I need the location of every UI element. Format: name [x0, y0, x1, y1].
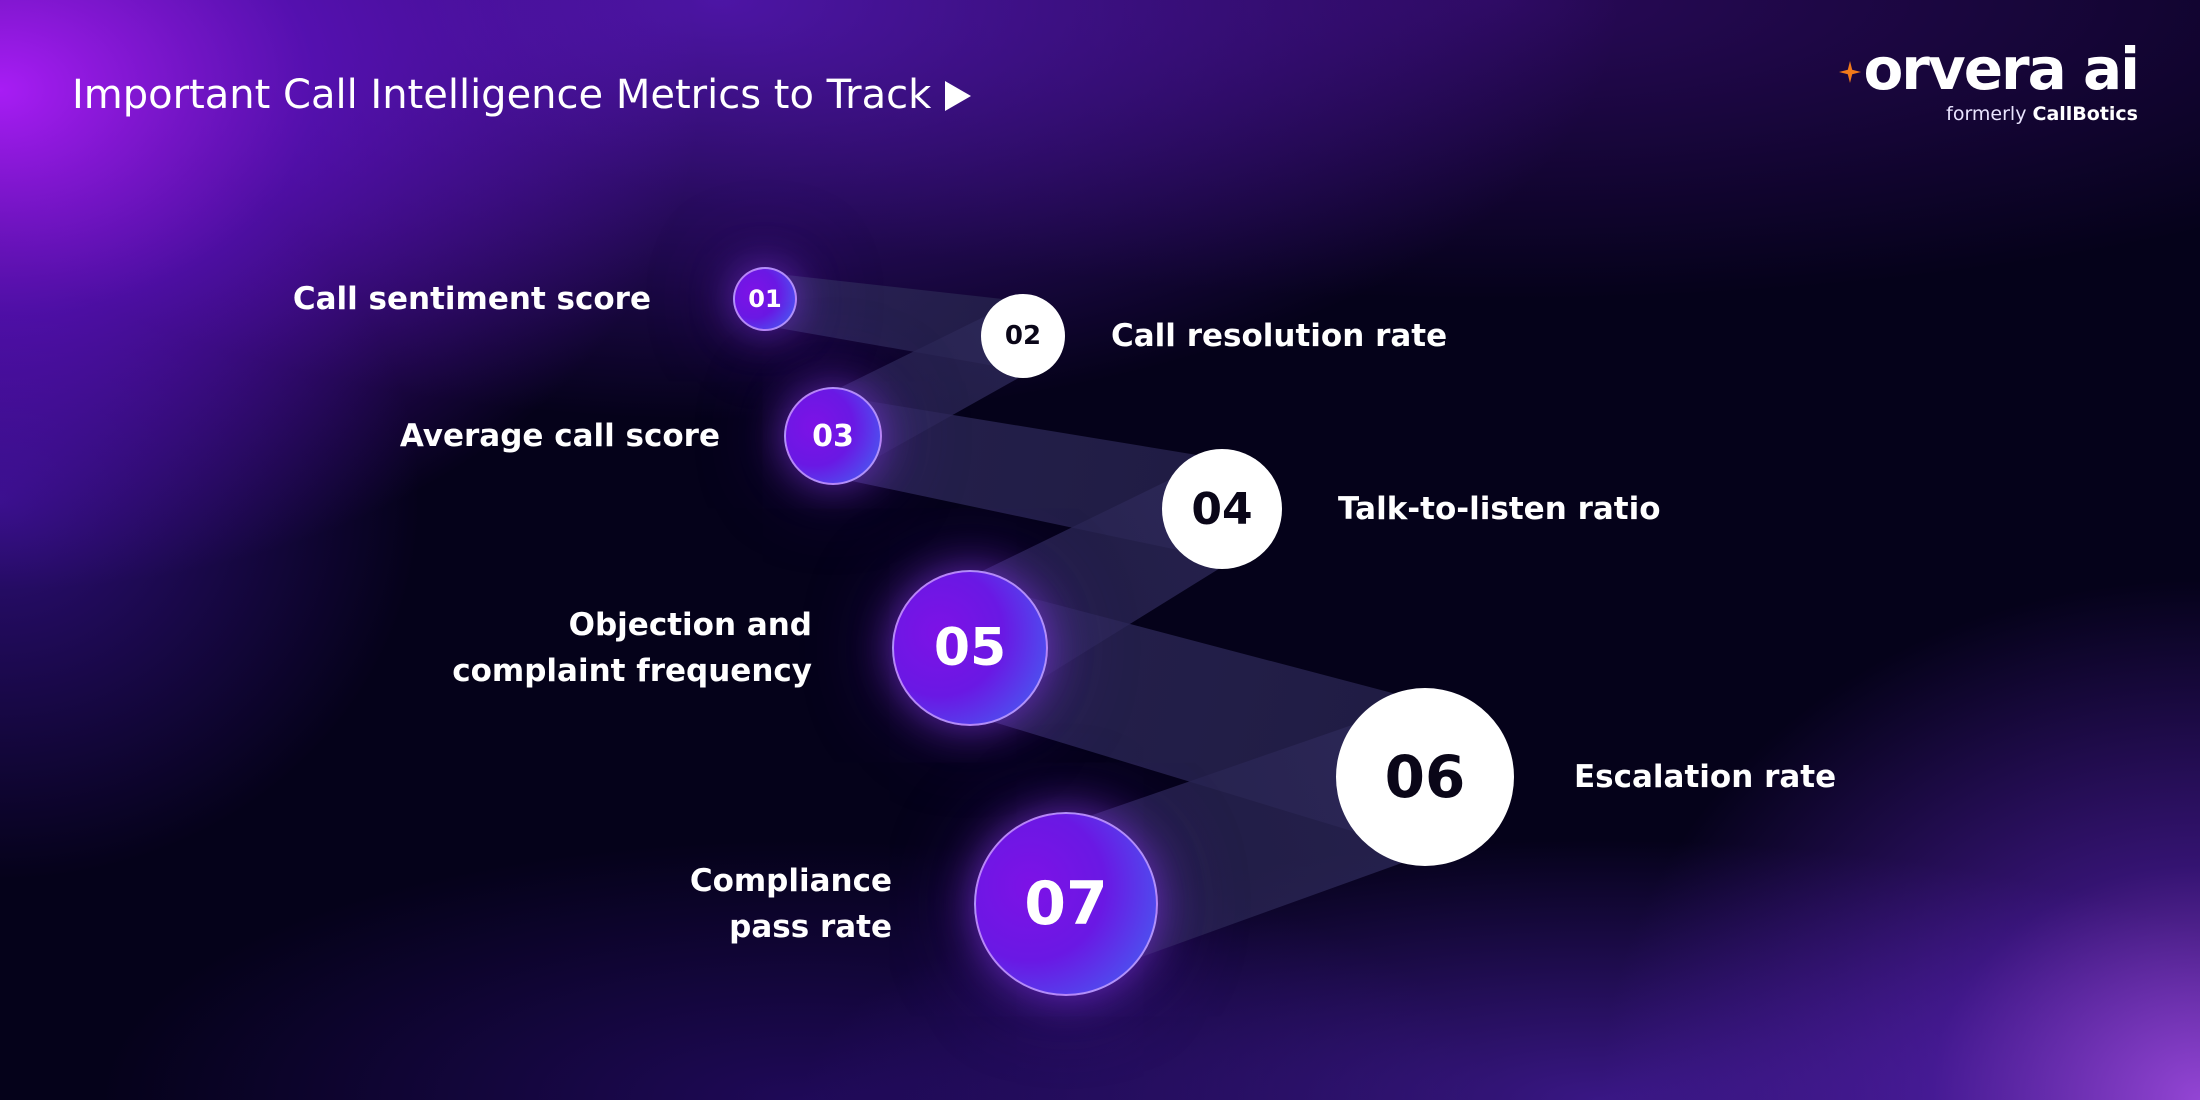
spark-icon — [1839, 61, 1862, 83]
metric-label-line: Compliance — [689, 863, 892, 899]
metric-node-05: 05 — [892, 570, 1048, 726]
metric-number: 03 — [812, 418, 854, 454]
metric-node-06: 06 — [1336, 688, 1514, 866]
metric-node-01: 01 — [733, 267, 797, 331]
metric-number: 01 — [748, 285, 782, 313]
metric-node-02: 02 — [981, 294, 1065, 378]
metric-label-04: Talk-to-listen ratio — [1338, 486, 1661, 532]
metric-label-line: Call sentiment score — [292, 281, 651, 317]
metric-label-line: Call resolution rate — [1111, 318, 1448, 354]
metric-node-04: 04 — [1162, 449, 1282, 569]
metric-label-01: Call sentiment score — [293, 276, 651, 322]
metric-number: 07 — [1024, 869, 1108, 939]
metric-label-03: Average call score — [400, 413, 720, 459]
metric-label-line: complaint frequency — [452, 653, 812, 689]
brand-logo: orvera ai formerly CallBotics — [1839, 35, 2140, 126]
metric-label-line: pass rate — [729, 909, 892, 945]
metric-label-line: Objection and — [568, 607, 812, 643]
logo-wordmark: orvera ai — [1839, 35, 2140, 103]
metric-label-line: Average call score — [399, 418, 720, 454]
metric-label-02: Call resolution rate — [1111, 313, 1447, 359]
logo-name: orvera ai — [1863, 35, 2140, 103]
logo-tagline: formerly CallBotics — [1839, 102, 2138, 126]
metric-number: 06 — [1384, 743, 1466, 811]
metric-node-07: 07 — [974, 812, 1158, 996]
page-title: Important Call Intelligence Metrics to T… — [72, 72, 972, 118]
metric-number: 04 — [1191, 483, 1253, 535]
metric-label-05: Objection and complaint frequency — [452, 602, 812, 694]
metric-number: 02 — [1004, 321, 1042, 351]
logo-sub-brand: CallBotics — [2032, 103, 2139, 125]
metric-number: 05 — [933, 618, 1007, 678]
metric-node-03: 03 — [784, 387, 882, 485]
page-title-text: Important Call Intelligence Metrics to T… — [72, 72, 932, 118]
metric-label-line: Escalation rate — [1574, 759, 1837, 795]
metric-label-line: Talk-to-listen ratio — [1338, 491, 1661, 527]
play-icon — [945, 81, 972, 111]
logo-sub-prefix: formerly — [1946, 103, 2027, 125]
metric-label-06: Escalation rate — [1574, 754, 1836, 800]
metric-label-07: Compliance pass rate — [690, 858, 892, 950]
